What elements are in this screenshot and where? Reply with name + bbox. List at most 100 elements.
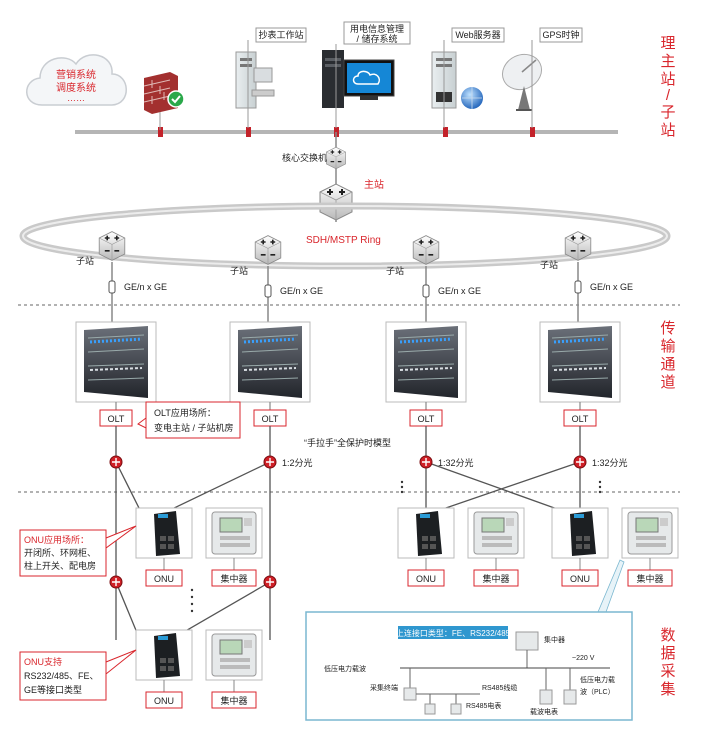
workstation-label: 抄表工作站	[258, 29, 303, 40]
inset-concentrator-icon	[515, 631, 539, 651]
link-connector-icon	[108, 280, 116, 294]
cloud-line-3: ……	[67, 93, 85, 103]
onu-label: ONU	[154, 574, 174, 584]
svg-text:通: 通	[660, 356, 675, 373]
device-label-boxes	[145, 569, 673, 709]
onu-device-icon	[135, 507, 193, 559]
onu-support-line-3: GE等接口类型	[24, 684, 82, 695]
inset-rs485-line-label: RS485线缆	[482, 683, 517, 692]
link-label: GE/n x GE	[280, 286, 323, 296]
side-label-top: 理 主 站 / 子 站	[660, 35, 675, 139]
substation-label: 子站	[76, 255, 94, 266]
link-label: GE/n x GE	[438, 286, 481, 296]
gps-label: GPS时钟	[542, 29, 579, 40]
core-switch-icon	[325, 146, 347, 170]
cloud-line-2: 调度系统	[56, 81, 96, 94]
olt-note-line-2: 变电主站 / 子站机房	[154, 422, 234, 433]
cloud-icon: 营销系统 调度系统 ……	[26, 54, 127, 106]
svg-text:站: 站	[660, 122, 675, 139]
inset-carrier-meter-label: 载波电表	[530, 707, 558, 716]
info-server-label-2: / 储存系统	[356, 33, 397, 44]
svg-text:理: 理	[660, 35, 675, 52]
concentrator-device-icon	[205, 629, 263, 681]
olt-note-callout: OLT应用场所： 变电主站 / 子站机房	[137, 401, 241, 439]
link-label: GE/n x GE	[124, 282, 167, 292]
info-server-icon	[322, 50, 395, 108]
inset-collector-label: 采集终端	[370, 683, 398, 692]
web-server-label: Web服务器	[455, 29, 500, 40]
concentrator-label: 集中器	[636, 573, 663, 584]
side-label-middle: 传 输 通 道	[660, 320, 675, 391]
onu-label: ONU	[154, 696, 174, 706]
onu-note-line-1: ONU应用场所：	[24, 534, 89, 545]
substation-label: 子站	[230, 265, 248, 276]
concentrator-device-icon	[467, 507, 525, 559]
concentrator-device-icon	[205, 507, 263, 559]
satellite-dish-icon	[502, 53, 542, 111]
onu-device-icon	[397, 507, 455, 559]
link-connector-icon	[574, 280, 582, 294]
splitter-1-32-label: 1:32分光	[438, 457, 474, 468]
info-server-label-1: 用电信息管理	[350, 23, 404, 34]
svg-text:据: 据	[660, 645, 675, 662]
onu-device-icon	[135, 629, 193, 681]
workstation-label-box	[255, 27, 307, 43]
olt-label: OLT	[418, 414, 435, 424]
onu-label: ONU	[416, 574, 436, 584]
onu-support-callout: ONU支持 RS232/485、FE、 GE等接口类型	[19, 649, 137, 701]
link-connector-icon	[422, 284, 430, 298]
protection-model-label: “手拉手”全保护时模型	[304, 437, 391, 448]
olt-rack-icon	[384, 320, 468, 404]
olt-rack-icon	[538, 320, 622, 404]
info-server-label-box	[343, 21, 411, 45]
olt-rack-icon	[228, 320, 312, 404]
substation-switch-icon	[564, 230, 592, 262]
inset-collector-icon	[403, 687, 417, 701]
link-label: GE/n x GE	[590, 282, 633, 292]
svg-text:站: 站	[660, 71, 675, 88]
concentrator-device-icon	[621, 507, 679, 559]
substation-switch-icon	[98, 230, 126, 262]
onu-note-line-3: 柱上开关、配电房	[24, 560, 96, 571]
workstation-icon	[235, 51, 275, 109]
inset-voltage-label: ~220 V	[572, 655, 595, 662]
inset-lv-carrier-label: 低压电力载波	[324, 664, 366, 673]
svg-text:数: 数	[660, 627, 675, 644]
uplinks	[111, 262, 579, 322]
inset-plc-line-1: 低压电力载	[580, 675, 615, 684]
main-station-label: 主站	[364, 178, 384, 191]
svg-text:输: 输	[660, 338, 675, 355]
inset-plc-line-2: 波（PLC）	[580, 687, 615, 696]
svg-text:采: 采	[660, 663, 675, 680]
cloud-line-1: 营销系统	[56, 68, 96, 81]
concentrator-label: 集中器	[220, 695, 247, 706]
splitter-1-32-label: 1:32分光	[592, 457, 628, 468]
olt-label: OLT	[108, 414, 125, 424]
web-server-label-box	[451, 27, 505, 43]
substation-label: 子站	[386, 265, 404, 276]
firewall-icon	[143, 72, 185, 114]
onu-support-line-2: RS232/485、FE、	[24, 671, 99, 681]
onu-device-icon	[551, 507, 609, 559]
inset-banner	[398, 626, 508, 639]
gps-label-box	[539, 27, 583, 43]
concentrator-label: 集中器	[482, 573, 509, 584]
onu-note-line-2: 开闭所、环网柜、	[24, 547, 96, 558]
svg-text:集: 集	[660, 681, 675, 698]
side-label-bottom: 数 据 采 集	[660, 627, 675, 698]
web-server-icon	[431, 51, 483, 109]
svg-text:/: /	[666, 87, 671, 104]
onu-support-line-1: ONU支持	[24, 656, 62, 667]
substation-label: 子站	[540, 259, 558, 270]
splitter-1-2-label: 1:2分光	[282, 457, 313, 468]
svg-text:传: 传	[660, 320, 675, 337]
svg-text:子: 子	[660, 104, 675, 121]
olt-note-line-1: OLT应用场所：	[154, 407, 216, 418]
inset-rs485-meter-label: RS485电表	[466, 701, 501, 710]
main-station-switch-icon	[319, 183, 353, 221]
inset-detail-panel: 上连接口类型：FE、RS232/485 集中器 ~220 V 低压电力载波 采集…	[305, 559, 633, 721]
substation-switch-icon	[254, 234, 282, 266]
more-dots	[190, 480, 602, 613]
